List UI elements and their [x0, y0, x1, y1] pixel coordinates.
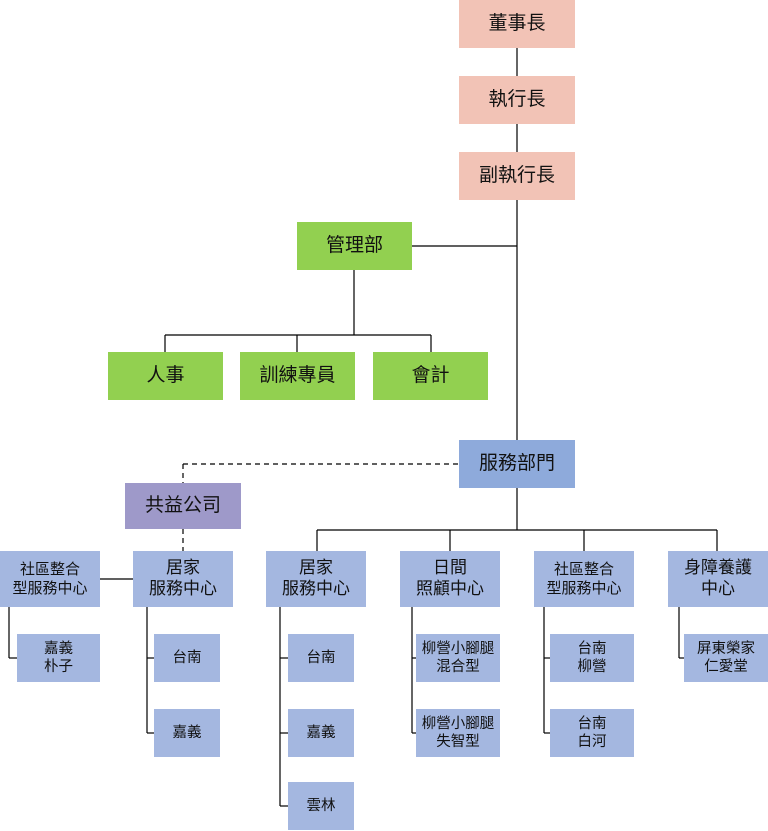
unit-tainan: 台南: [288, 634, 354, 682]
service-dept-box: 服務部門: [459, 440, 575, 488]
chairman-box: 董事長: [459, 0, 575, 48]
center-disability-care: 身障養護 中心: [668, 551, 768, 607]
management-child-hr: 人事: [108, 352, 223, 400]
unit-tainan-baihe: 台南 白河: [550, 709, 634, 757]
unit-liuying-mixed: 柳營小腳腿 混合型: [416, 634, 500, 682]
center-day-care: 日間 照顧中心: [400, 551, 500, 607]
management-child-training: 訓練專員: [240, 352, 355, 400]
unit-liuying-dementia: 柳營小腳腿 失智型: [416, 709, 500, 757]
center-home-care-partner: 居家 服務中心: [133, 551, 233, 607]
unit-tainan: 台南: [154, 634, 220, 682]
center-community-chiayi: 社區整合 型服務中心: [0, 551, 100, 607]
unit-chiayi: 嘉義: [154, 709, 220, 757]
unit-chiayi-puzi: 嘉義 朴子: [17, 634, 100, 682]
management-box: 管理部: [297, 222, 412, 270]
management-child-accounting: 會計: [373, 352, 488, 400]
center-home-care: 居家 服務中心: [266, 551, 366, 607]
unit-pingtung-veterans: 屏東榮家 仁愛堂: [684, 634, 768, 682]
unit-chiayi: 嘉義: [288, 709, 354, 757]
vice-ceo-box: 副執行長: [459, 152, 575, 200]
ceo-box: 執行長: [459, 76, 575, 124]
partner-company-box: 共益公司: [125, 483, 241, 529]
center-community-tainan: 社區整合 型服務中心: [534, 551, 634, 607]
unit-yunlin: 雲林: [288, 782, 354, 830]
unit-tainan-liuying: 台南 柳營: [550, 634, 634, 682]
